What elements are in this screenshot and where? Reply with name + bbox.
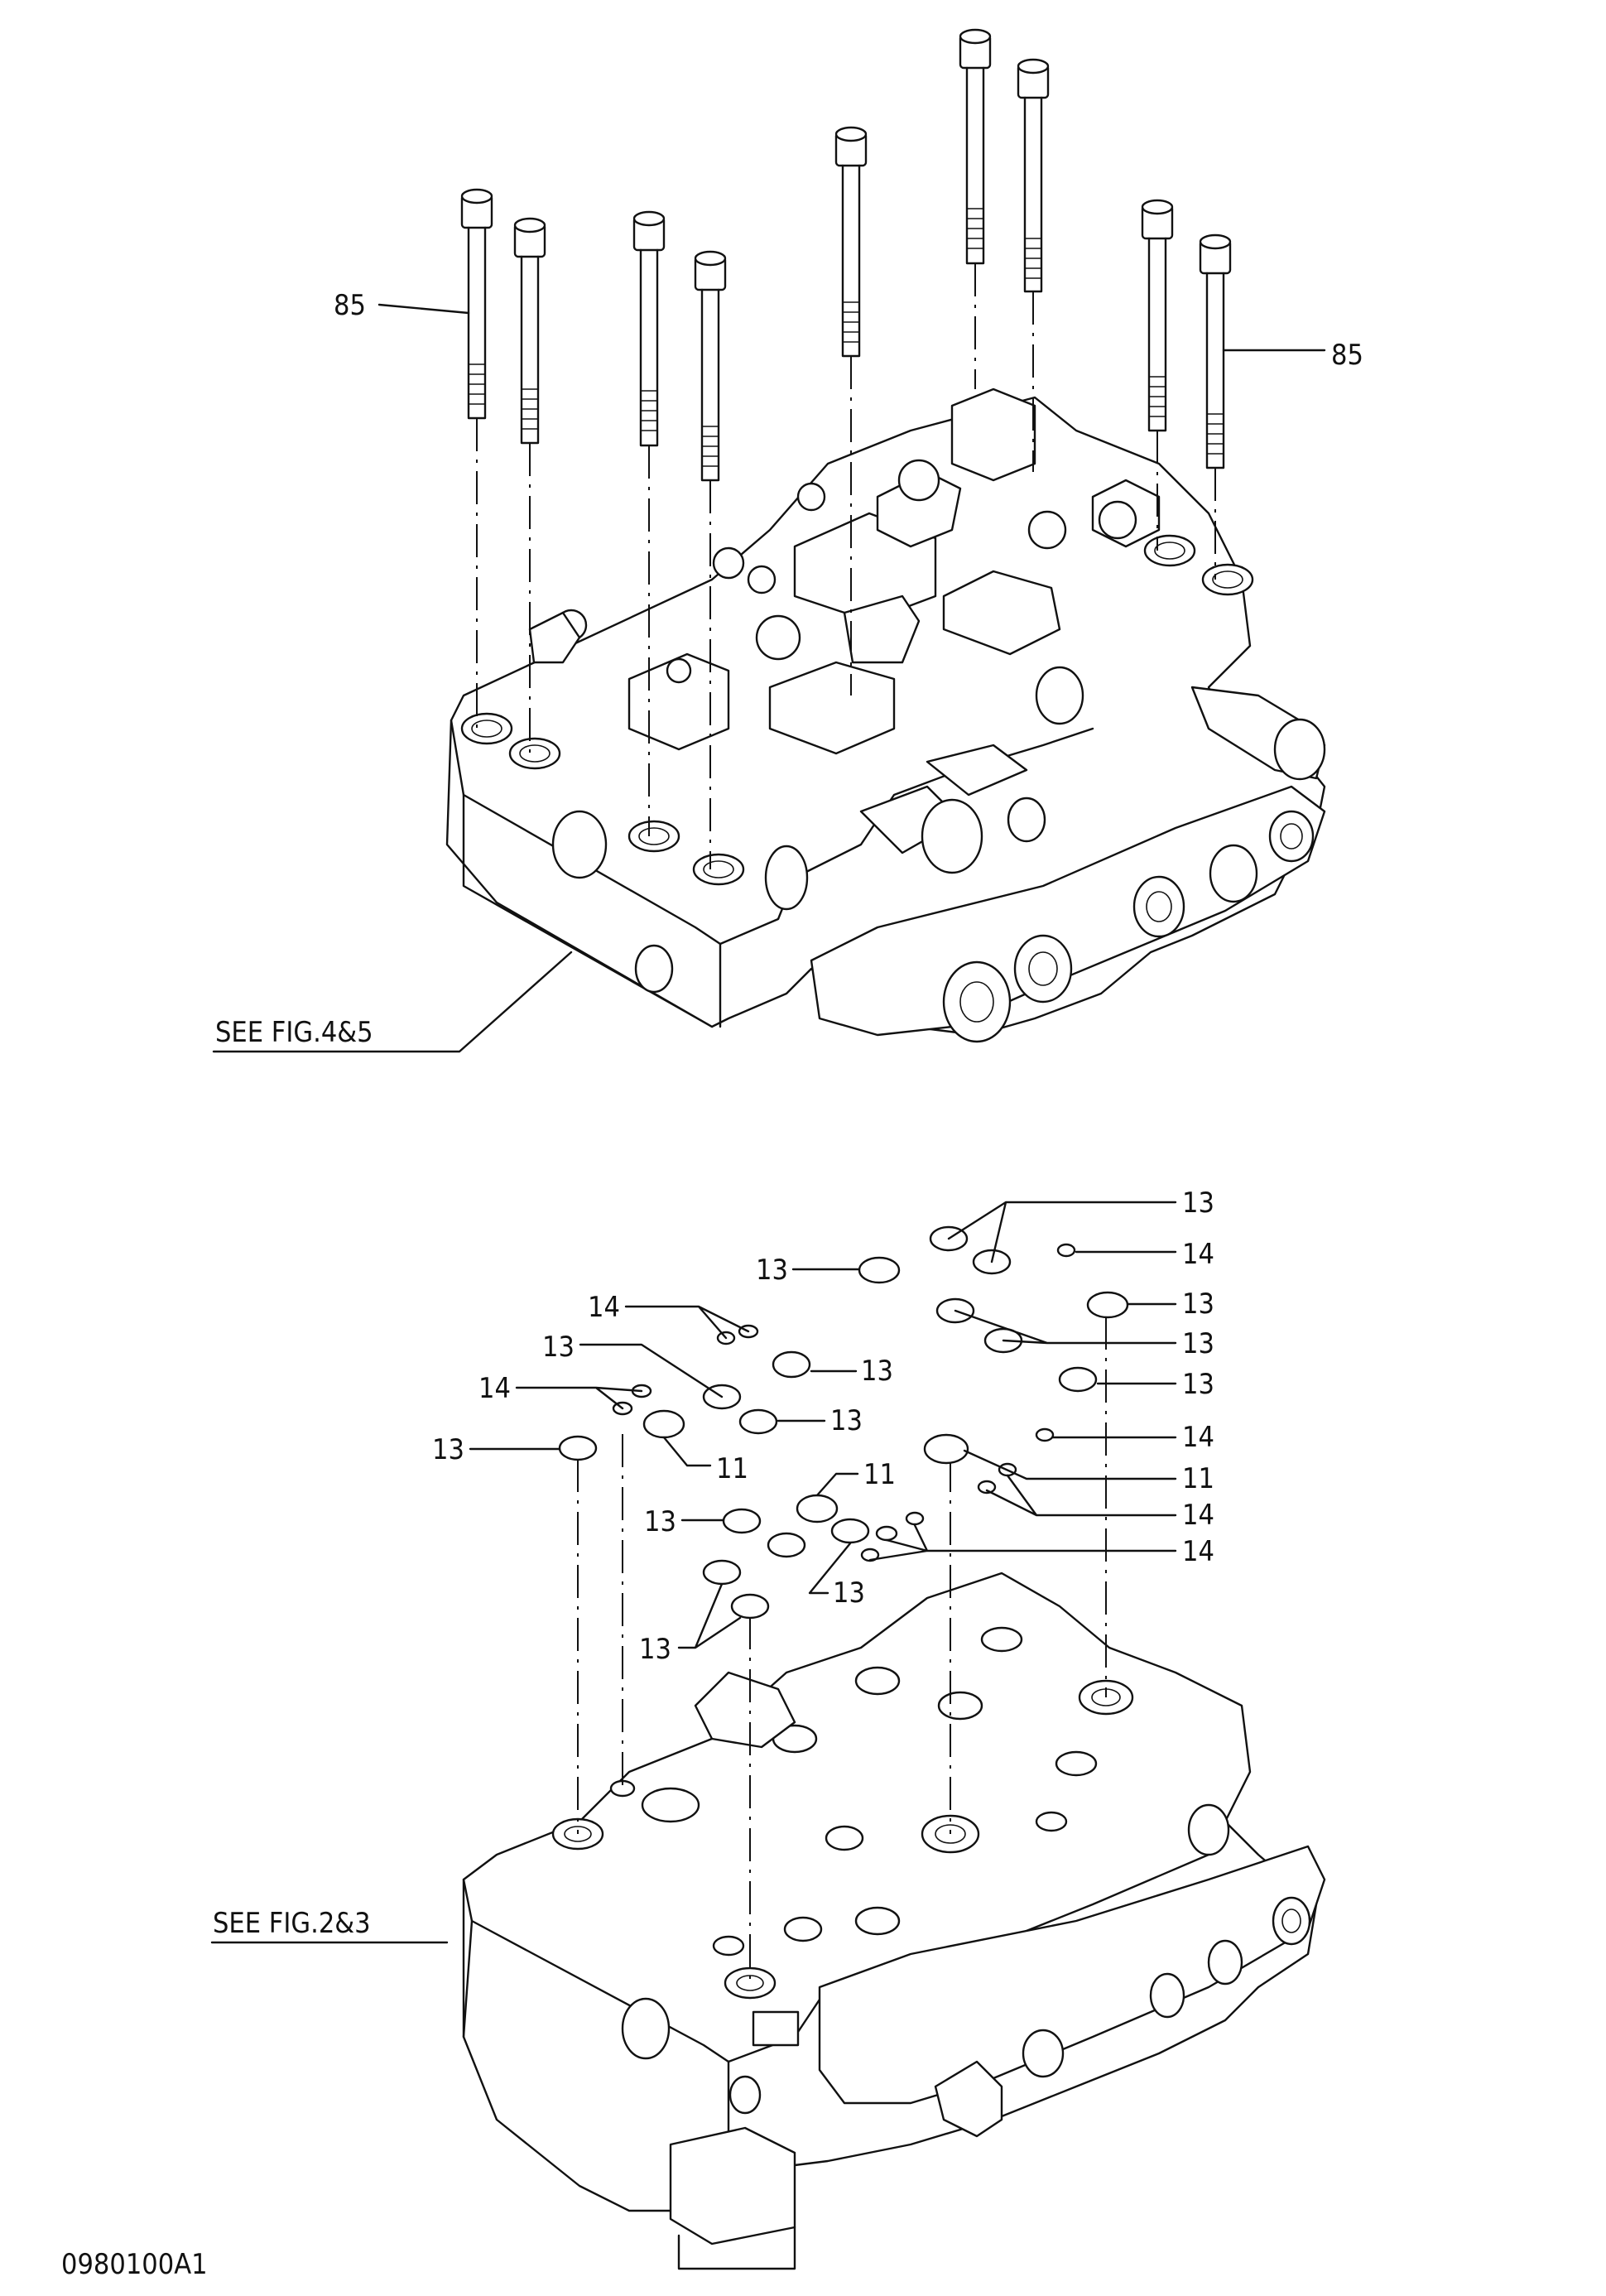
bolt (834, 126, 868, 358)
lower-centerlines (577, 1316, 1107, 1983)
callout-label: 85 (334, 289, 366, 322)
callout-label: 14 (1182, 1499, 1214, 1532)
o-ring (875, 1525, 898, 1542)
reference-label: SEE FIG.2&3 (213, 1907, 371, 1940)
callout-label: 14 (588, 1291, 620, 1324)
o-ring (977, 1480, 997, 1495)
o-ring (702, 1559, 742, 1586)
o-ring (1056, 1243, 1076, 1258)
callout-label: 14 (1182, 1535, 1214, 1568)
reference-label: SEE FIG.4&5 (215, 1016, 373, 1049)
upper-valve-assembly (445, 387, 1326, 1043)
o-ring (796, 1494, 839, 1523)
callout-label: 13 (1182, 1368, 1214, 1401)
o-ring (1086, 1291, 1129, 1319)
drawing-number: 0980100A1 (61, 2248, 208, 2281)
reference-fig-4-5: SEE FIG.4&5 (212, 951, 573, 1053)
callout-label: 11 (716, 1452, 748, 1485)
lower-callouts: 13 14 13 13 14 13 13 13 13 14 13 13 (432, 1187, 1214, 1666)
bolts-85 (460, 28, 1232, 869)
o-ring (1058, 1366, 1098, 1393)
callout-label: 13 (542, 1331, 575, 1364)
lower-valve-assembly (462, 1572, 1326, 2270)
bolt (1199, 233, 1232, 469)
callout-label: 85 (1331, 339, 1363, 372)
o-ring (858, 1256, 901, 1284)
callout-label: 13 (639, 1633, 671, 1666)
callout-label: 13 (644, 1505, 676, 1538)
o-ring (767, 1532, 806, 1558)
callout-label: 13 (756, 1254, 788, 1287)
callout-85-left: 85 (334, 289, 470, 322)
bolt (959, 28, 992, 265)
o-ring (642, 1409, 685, 1439)
o-ring (1035, 1427, 1055, 1442)
callout-label: 13 (1182, 1288, 1214, 1321)
callout-label: 14 (1182, 1421, 1214, 1454)
callout-85-right: 85 (1222, 339, 1363, 372)
callout-label: 13 (833, 1576, 865, 1610)
callout-label: 13 (830, 1404, 863, 1437)
callout-label: 13 (861, 1355, 893, 1388)
bolt (1017, 58, 1050, 293)
o-ring (730, 1593, 770, 1620)
reference-fig-2-3: SEE FIG.2&3 (210, 1907, 449, 1944)
callout-label: 13 (1182, 1187, 1214, 1220)
o-ring (558, 1435, 598, 1461)
callout-label: 14 (478, 1372, 511, 1405)
o-ring (722, 1508, 762, 1534)
bolt (513, 217, 546, 445)
o-ring (830, 1518, 870, 1544)
o-ring (738, 1408, 778, 1435)
callout-label: 13 (1182, 1327, 1214, 1360)
o-ring (772, 1350, 811, 1379)
o-ring (923, 1433, 969, 1465)
o-rings (558, 1225, 1129, 1620)
callout-label: 11 (863, 1458, 896, 1491)
callout-label: 13 (432, 1433, 464, 1466)
o-ring (905, 1511, 925, 1526)
callout-label: 11 (1182, 1462, 1214, 1495)
callout-label: 14 (1182, 1238, 1214, 1271)
